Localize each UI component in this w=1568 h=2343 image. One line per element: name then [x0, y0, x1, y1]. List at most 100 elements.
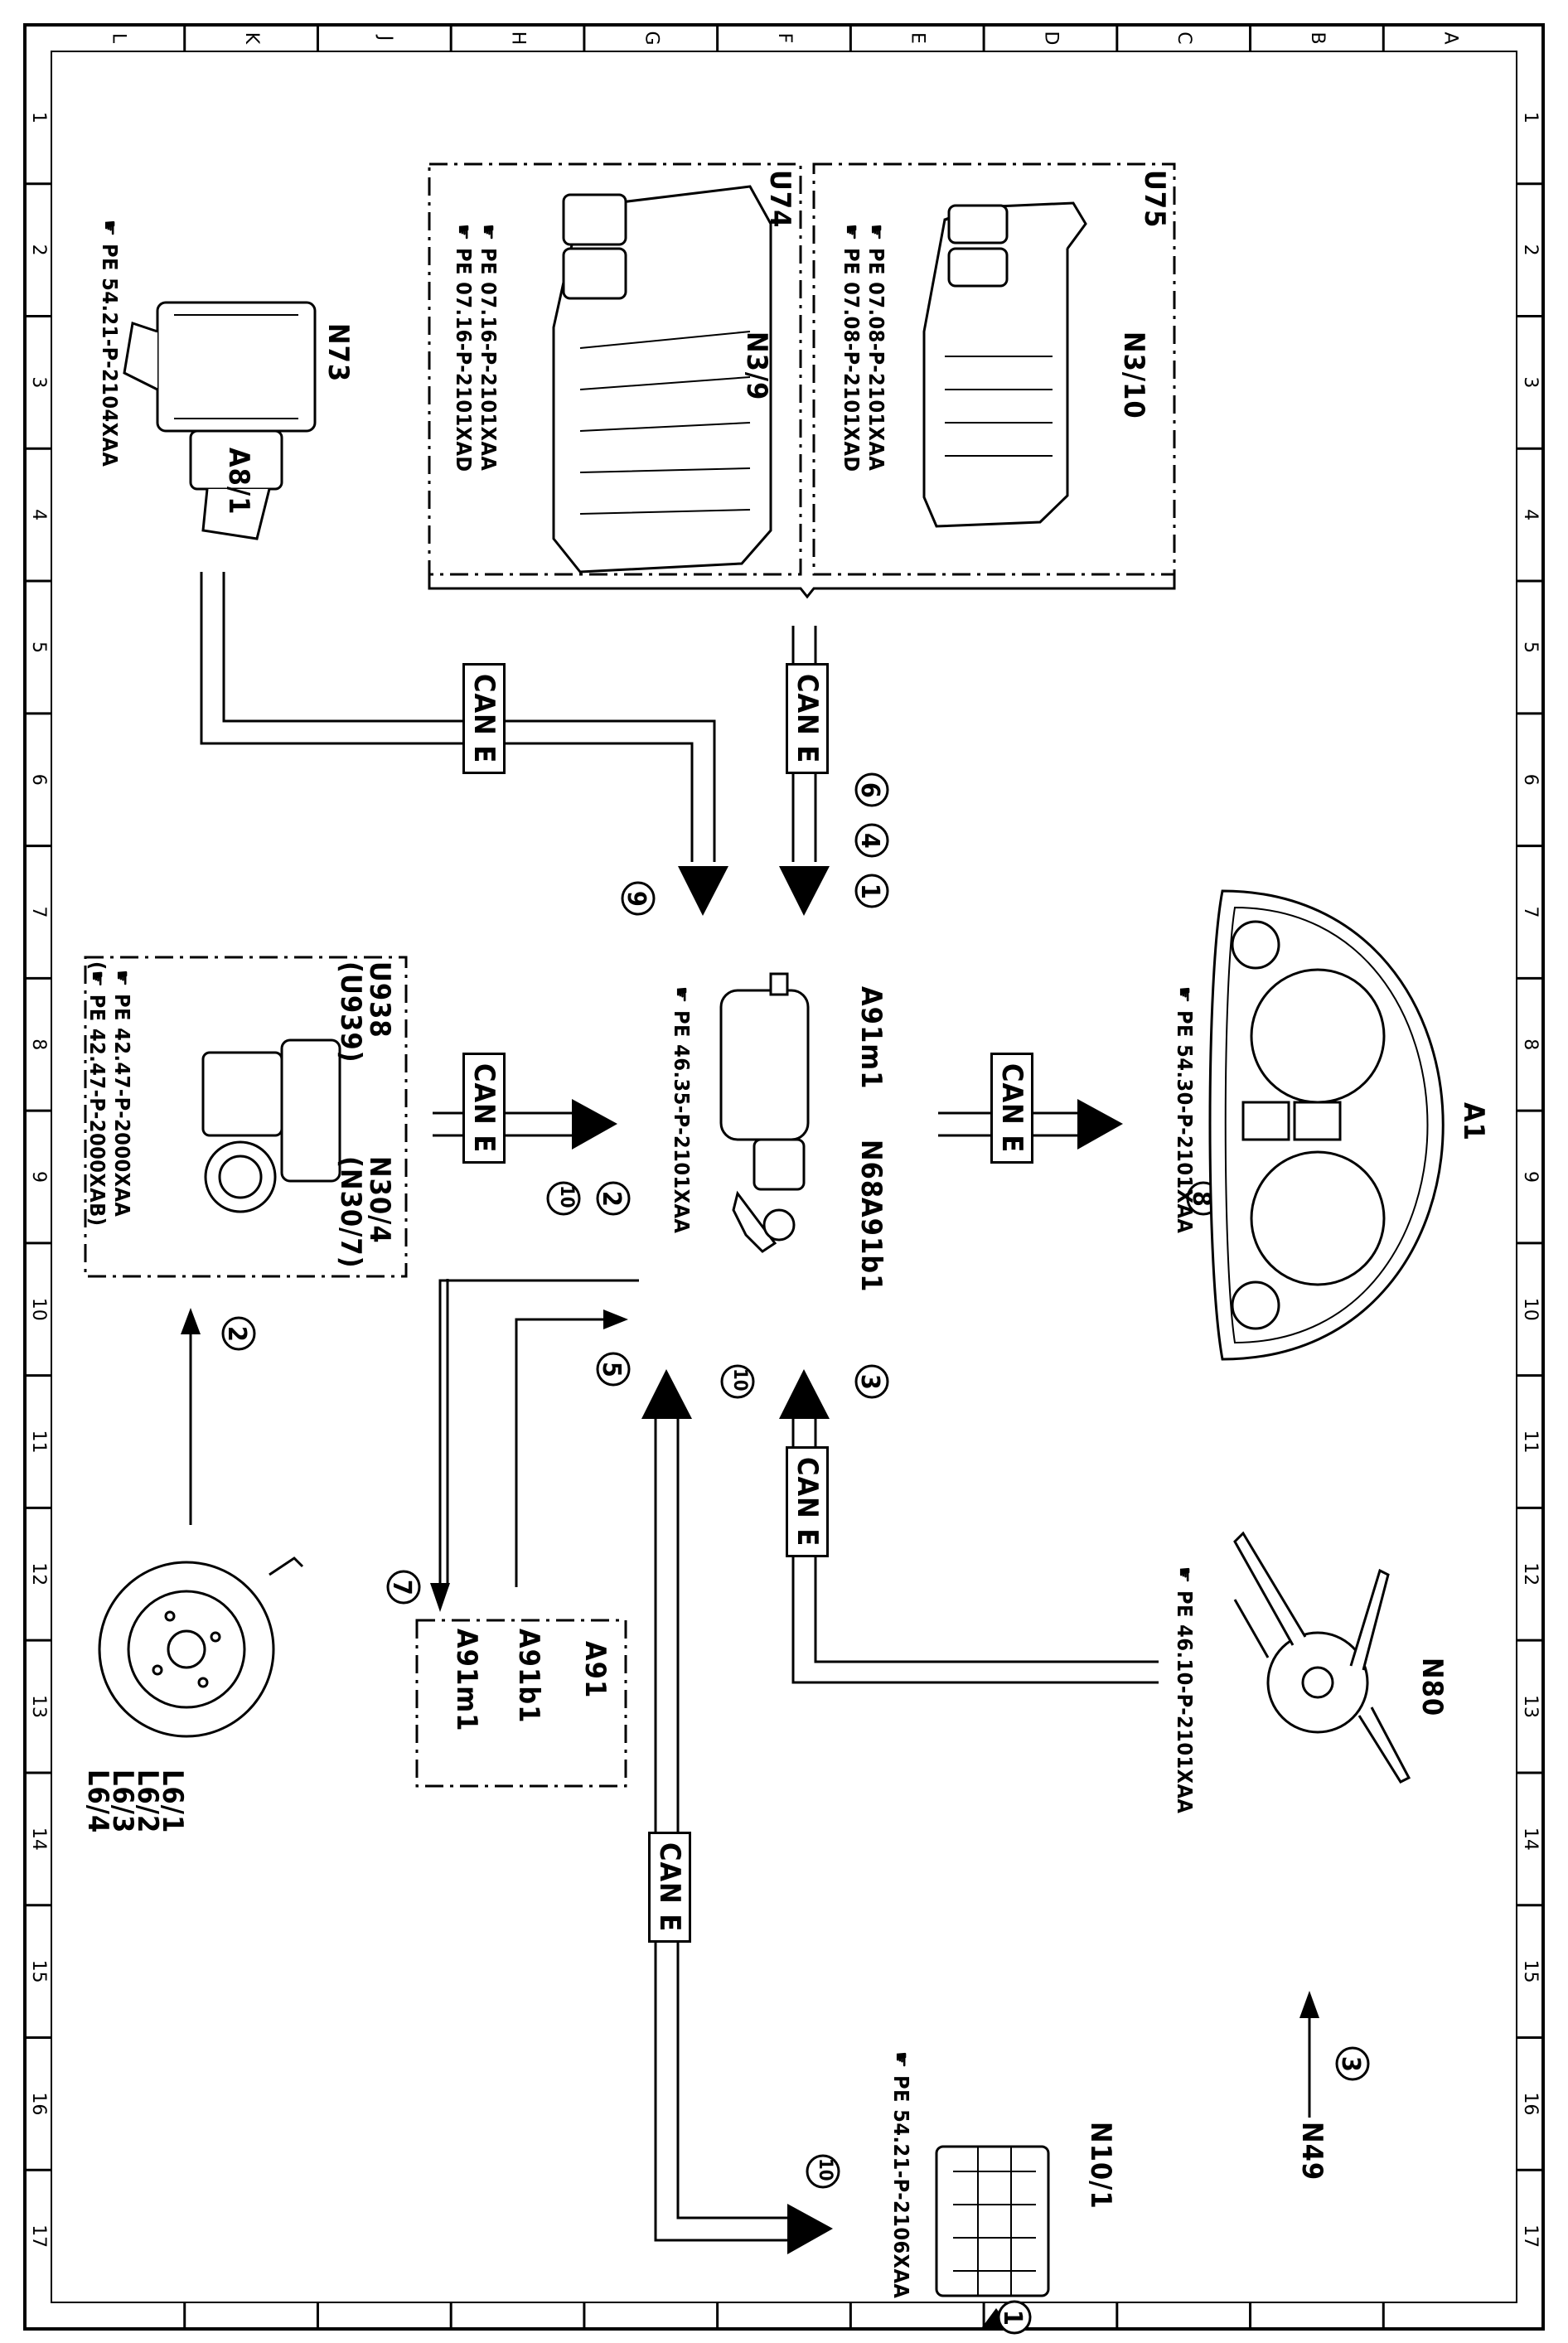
n49-label: N49: [1295, 2122, 1328, 2181]
row-label: 13: [28, 1695, 49, 1718]
row-label: 5: [1520, 641, 1541, 653]
step-1-bottom: 1: [998, 2310, 1027, 2326]
ecu-n3-10-image: [922, 201, 1087, 528]
row-label: 10: [1520, 1298, 1541, 1321]
column-label: L: [108, 33, 128, 44]
camera-image: [201, 1038, 341, 1213]
step-9: 9: [622, 891, 651, 907]
u938-ref-1: ☛ PE 42.47-P-2000XAA: [110, 970, 134, 1217]
row-label: 11: [28, 1430, 49, 1454]
row-label: 6: [28, 774, 49, 786]
row-label: 9: [1520, 1171, 1541, 1183]
row-label: 8: [1520, 1038, 1541, 1050]
step-3-n49: 3: [1336, 2056, 1365, 2072]
a91-box-a91m1: A91m1: [450, 1629, 483, 1732]
row-label: 13: [1520, 1695, 1541, 1718]
row-label: 16: [28, 2092, 49, 2115]
row-label: 7: [1520, 906, 1541, 917]
column-label: C: [1174, 31, 1194, 44]
can-label-camera: CAN E: [462, 1053, 506, 1164]
ignition-switch-image: [123, 301, 317, 540]
row-ticks: [25, 182, 1543, 2171]
can-label-cluster: CAN E: [990, 1053, 1033, 1164]
row-label: 16: [1520, 2092, 1541, 2115]
row-label: 3: [28, 376, 49, 388]
n80-ref: ☛ PE 46.10-P-2101XAA: [1173, 1566, 1197, 1814]
column-label: K: [241, 32, 262, 45]
a91-box-a91b1: A91b1: [512, 1629, 545, 1724]
step-5: 5: [597, 1362, 626, 1377]
ecu-n3-9-image: [552, 185, 772, 574]
u74-ref-2: ☛ PE 07.16-P-2101XAD: [452, 224, 476, 472]
row-label: 1: [28, 112, 49, 123]
row-label: 2: [28, 244, 49, 256]
row-label: 2: [1520, 244, 1541, 256]
column-label: J: [375, 34, 395, 41]
row-label: 15: [28, 1960, 49, 1983]
row-label: 12: [1520, 1562, 1541, 1585]
column-label: F: [774, 33, 795, 44]
a1-label: A1: [1457, 1102, 1490, 1141]
drawing-frame: [23, 23, 1545, 2331]
n73-ref: ☛ PE 54.21-P-2104XAA: [98, 220, 122, 467]
row-label: 10: [28, 1298, 49, 1321]
step-circles: [221, 772, 1370, 2335]
n73-label: N73: [322, 323, 355, 383]
instrument-cluster-image: [1208, 889, 1445, 1361]
u939-label: (U939): [334, 961, 367, 1063]
l6-4-label: L6/4: [81, 1769, 114, 1834]
row-label: 14: [1520, 1827, 1541, 1851]
u938-ref-2: (☛ PE 42.47-P-2000XAB): [85, 961, 109, 1227]
a8-1-label: A8/1: [222, 448, 255, 516]
column-label: A: [1440, 31, 1461, 44]
u74-ref-1: ☛ PE 07.16-P-2101XAA: [477, 224, 501, 472]
row-label: 8: [28, 1038, 49, 1050]
step-1-top: 1: [855, 883, 884, 899]
column-label: E: [907, 32, 928, 44]
column-label: D: [1040, 31, 1061, 46]
row-label: 4: [28, 509, 49, 520]
n3-9-label: N3/9: [740, 332, 773, 401]
row-label: 17: [1520, 2224, 1541, 2248]
column-ticks: [183, 25, 1385, 2329]
column-label: B: [1307, 31, 1328, 44]
row-label: 4: [1520, 509, 1541, 520]
step-2-camera: 2: [597, 1191, 626, 1207]
a91m1-label: A91m1: [854, 986, 888, 1090]
row-label: 17: [28, 2224, 49, 2248]
row-label: 5: [28, 641, 49, 653]
can-label-n73: CAN E: [462, 663, 506, 775]
row-label: 11: [1520, 1430, 1541, 1454]
step-10-camera: 10: [556, 1185, 577, 1208]
row-label: 9: [28, 1171, 49, 1183]
a91-box-title: A91: [578, 1641, 612, 1699]
step-2-wheel: 2: [222, 1326, 251, 1342]
u938-label: U938: [363, 961, 396, 1038]
step-3: 3: [855, 1374, 884, 1390]
connector-image: [935, 2145, 1050, 2297]
n30-7-label: (N30/7): [334, 1156, 367, 1269]
row-label: 12: [28, 1562, 49, 1585]
steering-ref: ☛ PE 46.35-P-2101XAA: [670, 986, 694, 1234]
row-label: 14: [28, 1827, 49, 1851]
column-label: H: [508, 31, 529, 46]
u938-box: [84, 956, 408, 1278]
n80-label: N80: [1416, 1658, 1449, 1717]
step-10-mid: 10: [729, 1368, 750, 1392]
row-label: 15: [1520, 1960, 1541, 1983]
thin-lines: [189, 1279, 1311, 2118]
u75-label: U75: [1138, 170, 1171, 229]
ecu-group-box: [428, 162, 1176, 576]
steering-column-image: [719, 972, 810, 1253]
small-arrow-heads: [181, 1308, 1319, 2331]
n10-1-label: N10/1: [1084, 2122, 1117, 2210]
can-label-n80: CAN E: [786, 1446, 829, 1558]
step-7: 7: [387, 1580, 416, 1595]
n3-10-label: N3/10: [1117, 332, 1150, 419]
a91b1-label: A91b1: [854, 1198, 888, 1293]
step-6: 6: [855, 782, 884, 798]
n10-ref: ☛ PE 54.21-P-2106XAA: [889, 2051, 913, 2299]
row-label: 7: [28, 906, 49, 917]
